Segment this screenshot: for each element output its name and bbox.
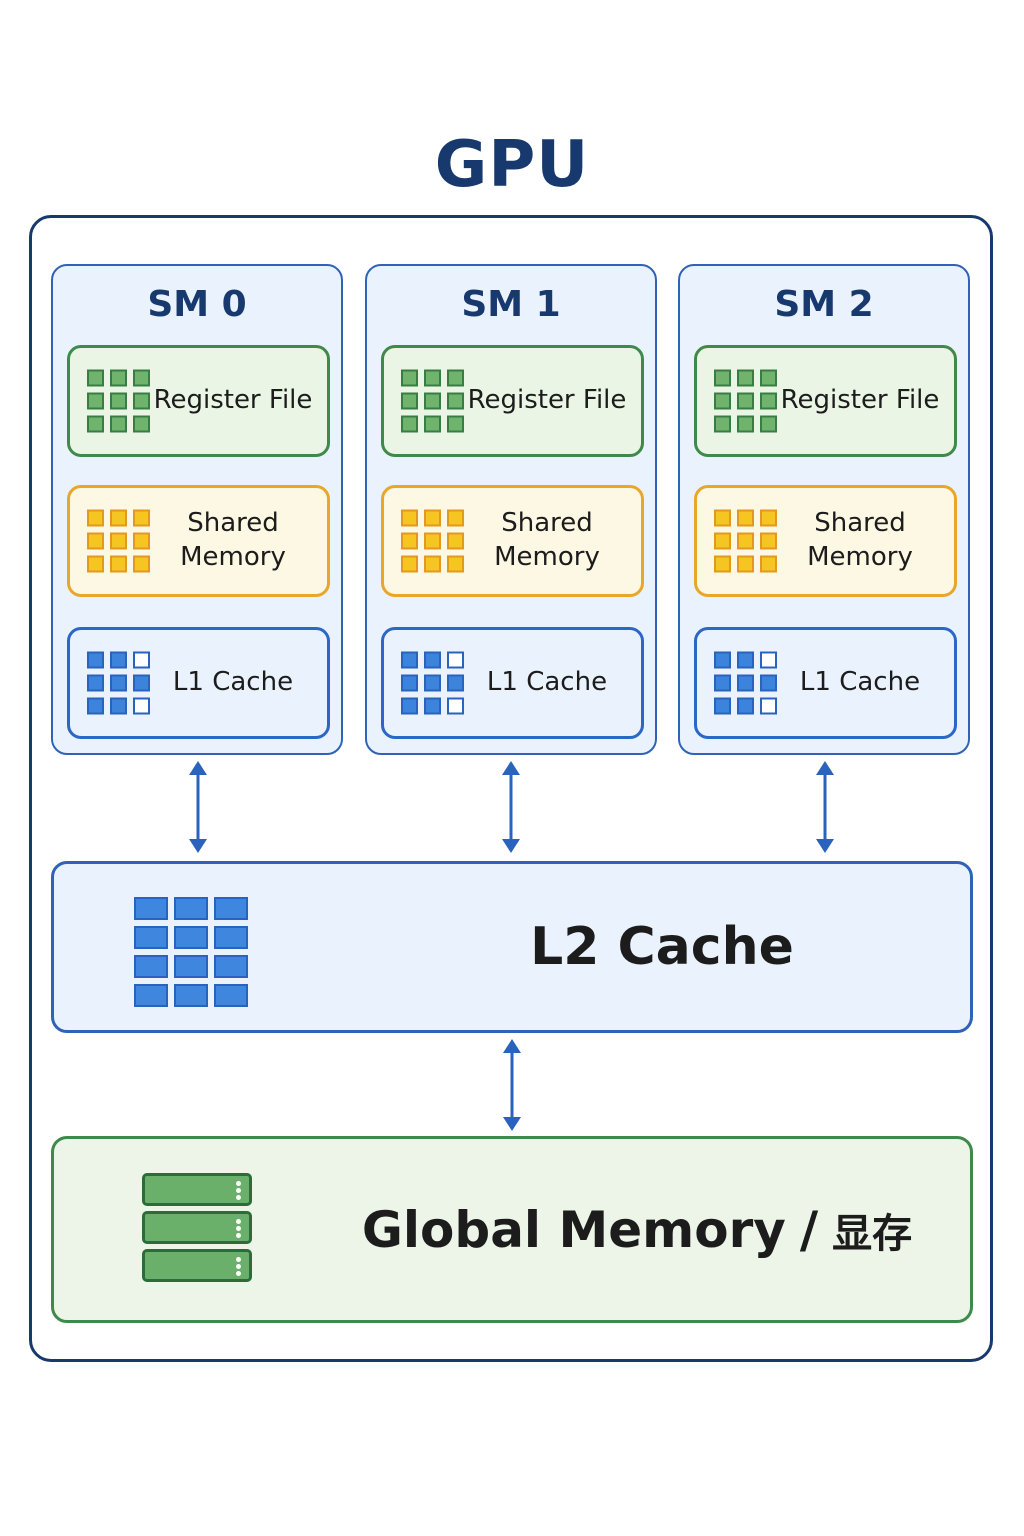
register-file-block: Register File [67,345,330,457]
global-memory-label: Global Memory / 显存 [304,1139,970,1320]
l2-cache-block: L2 Cache [51,861,973,1033]
l1-cache-block: L1 Cache [67,627,330,739]
l2-cache-label: L2 Cache [530,917,794,977]
register-file-block: Register File [381,345,644,457]
global-memory-text: Global Memory [361,1200,786,1259]
register-grid-icon [714,369,777,433]
global-memory-chinese-text: 显存 [832,1210,913,1257]
l1-cache-label: L1 Cache [486,667,608,698]
register-file-label: Register File [780,385,940,416]
shared-memory-block: Shared Memory [67,485,330,597]
l1-cache-grid-icon [401,651,464,715]
server-stack-icon [142,1173,252,1287]
shared-memory-label: Shared Memory [180,508,286,572]
double-arrow-icon [816,761,834,853]
global-memory-separator: / [799,1200,819,1259]
diagram-title: GPU [434,128,590,202]
l1-cache-label: L1 Cache [172,667,294,698]
sm-block-1: SM 1 Register File Shared Memory L1 Cach… [365,264,657,755]
double-arrow-icon [189,761,207,853]
shared-memory-grid-icon [714,509,777,573]
register-grid-icon [87,369,150,433]
register-file-block: Register File [694,345,957,457]
shared-memory-label: Shared Memory [807,508,913,572]
sm-block-0: SM 0 Register File Shared Memory L1 Cach… [51,264,343,755]
shared-memory-block: Shared Memory [381,485,644,597]
double-arrow-icon [503,1039,521,1131]
shared-memory-label: Shared Memory [494,508,600,572]
l1-cache-block: L1 Cache [381,627,644,739]
shared-memory-grid-icon [87,509,150,573]
sm-title: SM 0 [147,284,247,325]
sm-block-2: SM 2 Register File Shared Memory L1 Cach… [678,264,970,755]
shared-memory-grid-icon [401,509,464,573]
global-memory-block: Global Memory / 显存 [51,1136,973,1323]
l1-cache-grid-icon [87,651,150,715]
l1-cache-label: L1 Cache [799,667,921,698]
register-grid-icon [401,369,464,433]
l1-cache-block: L1 Cache [694,627,957,739]
register-file-label: Register File [153,385,313,416]
sm-title: SM 2 [774,284,874,325]
double-arrow-icon [502,761,520,853]
shared-memory-block: Shared Memory [694,485,957,597]
l1-cache-grid-icon [714,651,777,715]
l2-cache-grid-icon [134,897,248,1007]
register-file-label: Register File [467,385,627,416]
sm-title: SM 1 [461,284,561,325]
